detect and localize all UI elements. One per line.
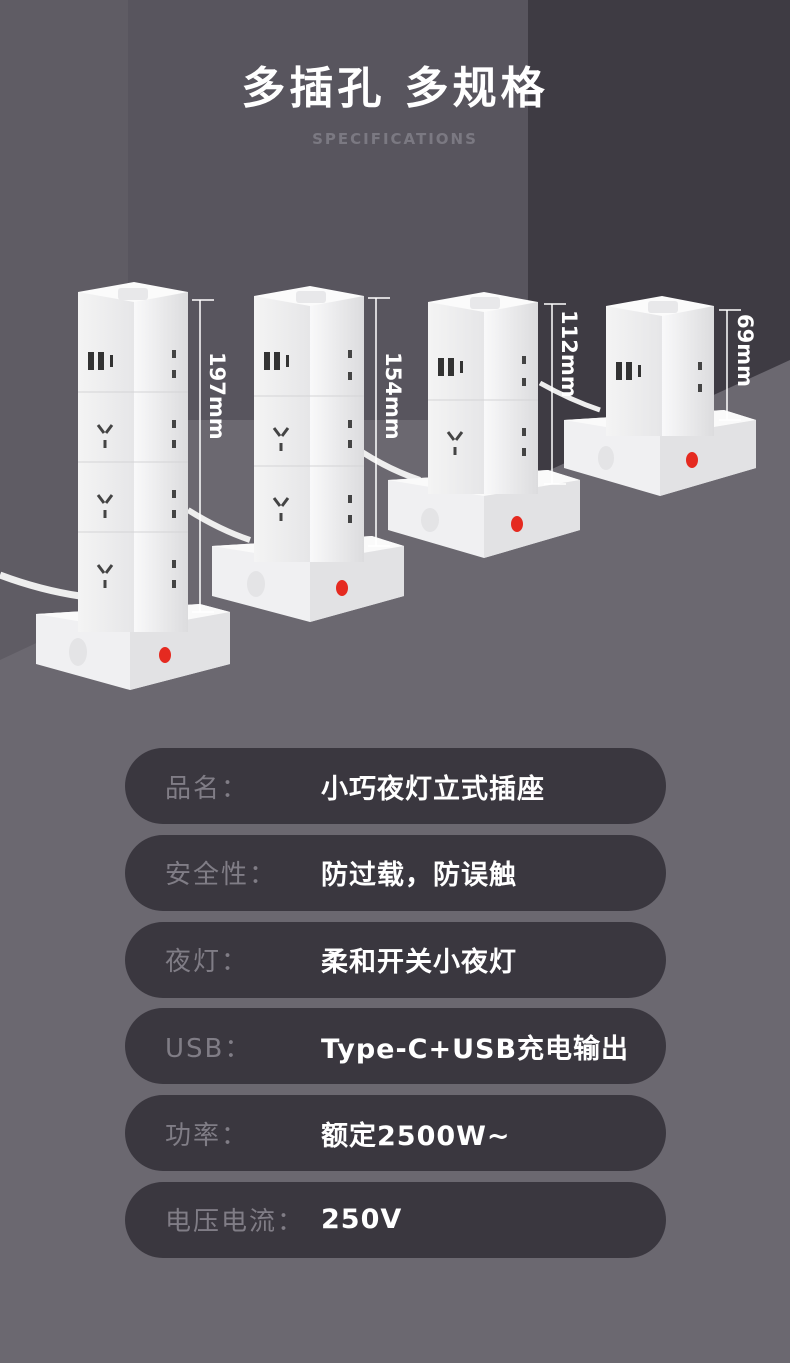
height-label-197: 197mm xyxy=(205,352,229,440)
spec-value: 250V xyxy=(321,1204,403,1236)
power-tower-112mm: 112mm xyxy=(388,292,581,558)
spec-value: 小巧夜灯立式插座 xyxy=(321,773,545,805)
spec-value: 防过载，防误触 xyxy=(321,860,517,892)
spec-value: 额定2500W~ xyxy=(321,1120,511,1152)
power-cable xyxy=(0,571,81,600)
page-subtitle: SPECIFICATIONS xyxy=(312,130,478,148)
power-tower-197mm: 197mm xyxy=(36,282,230,690)
spec-label: 功率： xyxy=(165,1120,250,1151)
spec-row-usb: USB： Type-C+USB充电输出 xyxy=(125,1008,666,1085)
spec-row-safety: 安全性： 防过载，防误触 xyxy=(125,834,666,911)
spec-label: 电压电流： xyxy=(165,1207,306,1238)
spec-row-night-light: 夜灯： 柔和开关小夜灯 xyxy=(125,921,666,998)
spec-row-name: 品名： 小巧夜灯立式插座 xyxy=(125,748,666,824)
power-tower-69mm: 69mm xyxy=(564,296,757,496)
spec-row-power: 功率： 额定2500W~ xyxy=(125,1095,666,1172)
height-label-69: 69mm xyxy=(733,314,757,387)
spec-value: 柔和开关小夜灯 xyxy=(321,947,517,979)
spec-label: 夜灯： xyxy=(165,947,250,978)
height-label-112: 112mm xyxy=(557,310,581,398)
power-tower-154mm: 154mm xyxy=(212,286,405,622)
power-cable xyxy=(186,507,251,543)
height-label-154: 154mm xyxy=(381,352,405,440)
spec-label: 品名： xyxy=(165,773,250,804)
spec-value: Type-C+USB充电输出 xyxy=(321,1033,630,1065)
product-lineup: 197mm 154mm xyxy=(0,282,757,690)
spec-label: 安全性： xyxy=(165,860,278,891)
power-cable xyxy=(538,380,601,413)
spec-table: 品名： 小巧夜灯立式插座 安全性： 防过载，防误触 夜灯： 柔和开关小夜灯 US… xyxy=(125,748,666,1269)
spec-label: USB： xyxy=(165,1033,253,1064)
spec-row-voltage: 电压电流： 250V xyxy=(125,1181,666,1258)
power-cable xyxy=(360,449,421,483)
page-title: 多插孔 多规格 xyxy=(241,63,549,114)
